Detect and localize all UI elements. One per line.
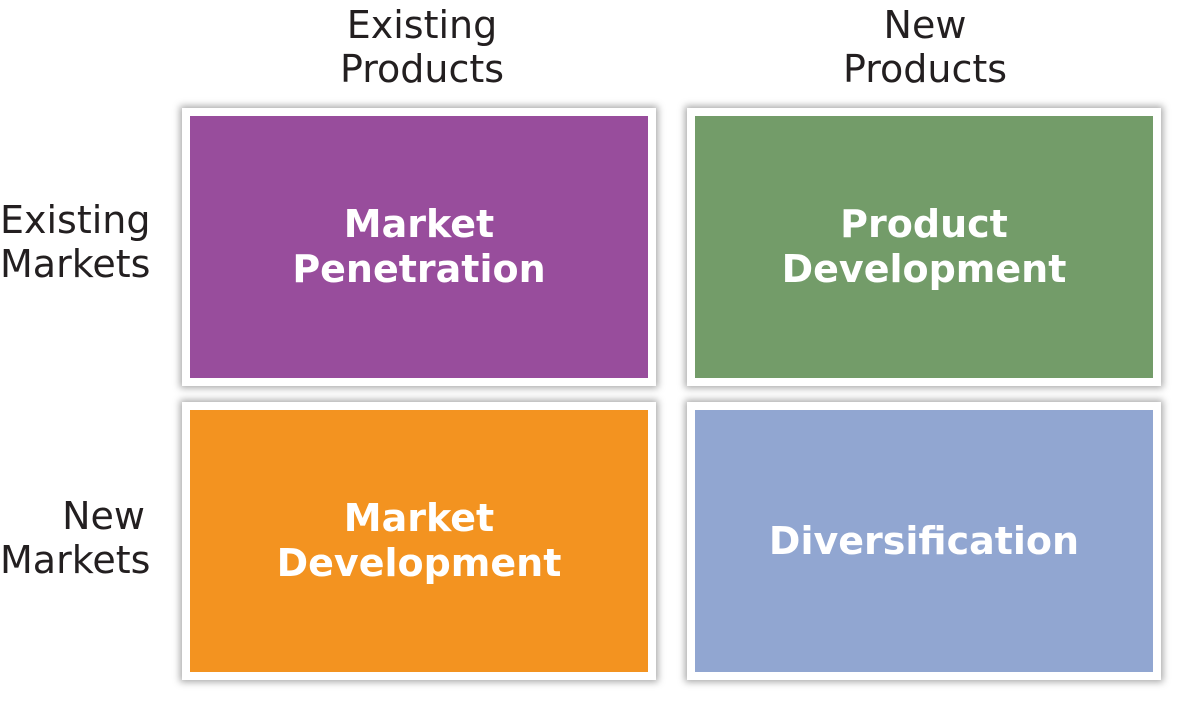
- quadrant-product-development: Product Development: [687, 108, 1161, 386]
- row-header-existing-markets: Existing Markets: [0, 198, 151, 286]
- quadrant-label: Market Development: [276, 496, 562, 585]
- quadrant-label: Product Development: [781, 202, 1067, 291]
- quadrant-label: Market Penetration: [292, 202, 546, 291]
- column-header-existing-products: Existing Products: [339, 3, 505, 91]
- quadrant-diversification: Diversification: [687, 402, 1161, 680]
- column-header-new-products: New Products: [842, 3, 1008, 91]
- row-header-new-markets: New Markets: [0, 494, 151, 582]
- quadrant-label: Diversification: [768, 518, 1080, 563]
- quadrant-market-development: Market Development: [182, 402, 656, 680]
- quadrant-market-penetration: Market Penetration: [182, 108, 656, 386]
